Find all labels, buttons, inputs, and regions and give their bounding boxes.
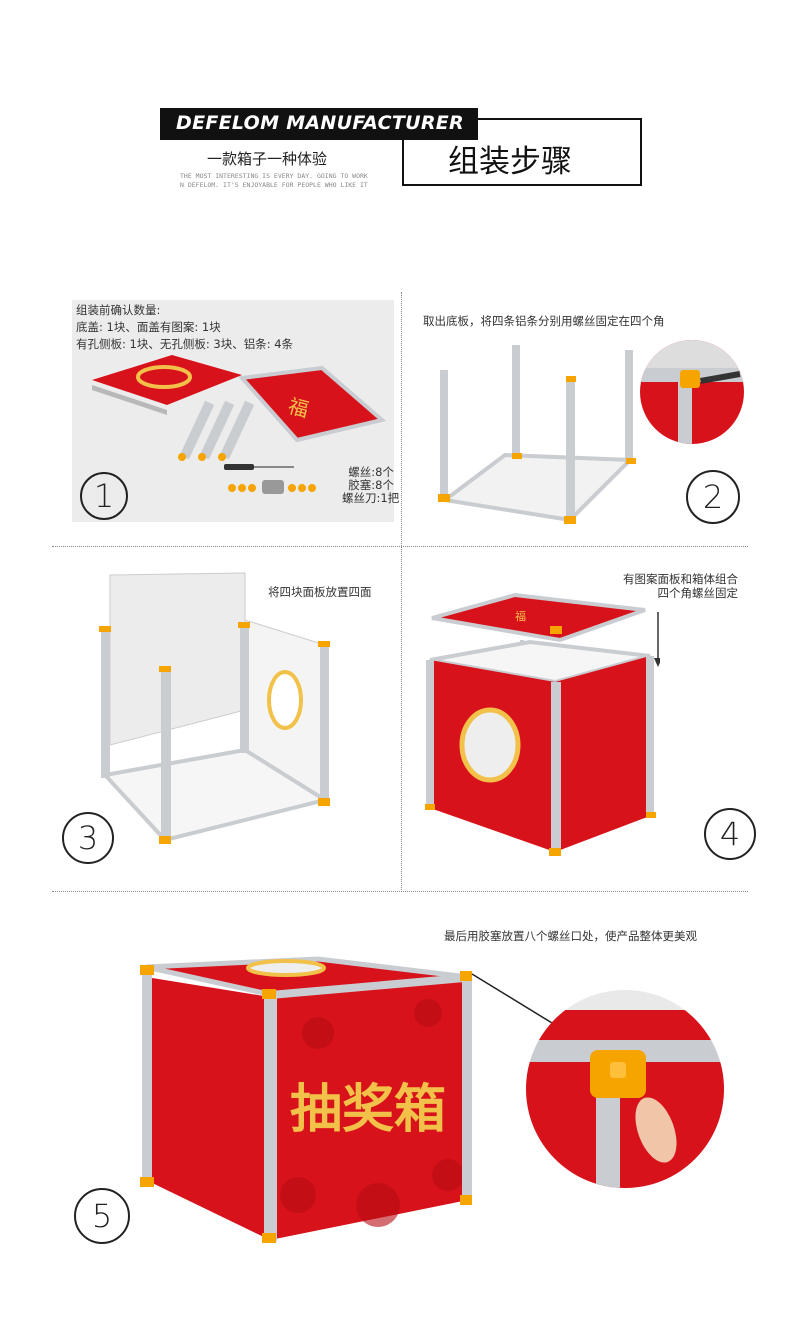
divider-row-2 xyxy=(52,891,748,892)
step-5-text: 最后用胶塞放置八个螺丝口处，使产品整体更美观 xyxy=(444,929,697,943)
corner-screw-detail xyxy=(640,340,744,444)
step-1-line-1: 组装前确认数量: xyxy=(76,303,161,317)
header-tagline-1: THE MOST INTERESTING IS EVERY DAY. GOING… xyxy=(180,172,368,180)
header-tagline-2: N DEFELOM. IT'S ENJOYABLE FOR PEOPLE WHO… xyxy=(180,181,368,189)
step-3-panels-illustration xyxy=(99,572,331,844)
title-box-border xyxy=(478,118,642,120)
step-3-text: 将四块面板放置四面 xyxy=(268,585,372,599)
corner-plug-detail xyxy=(526,1010,724,1188)
header-subtitle: 一款箱子一种体验 xyxy=(207,150,328,168)
brand-name: DEFELOM MANUFACTURER xyxy=(176,112,464,134)
parts-plugs: 胶塞:8个 xyxy=(348,478,394,492)
step-2-number: 2 xyxy=(686,470,740,524)
parts-illustration: 福 xyxy=(92,355,387,494)
brand-banner xyxy=(160,108,478,140)
parts-screwdriver: 螺丝刀:1把 xyxy=(342,491,400,505)
step-5-number: 5 xyxy=(74,1188,130,1244)
step-1-number: 1 xyxy=(80,472,128,520)
step-1-parts-list: 螺丝:8个 胶塞:8个 螺丝刀:1把 xyxy=(342,465,400,505)
parts-screws: 螺丝:8个 xyxy=(348,465,394,479)
step-2-zoom-detail xyxy=(640,340,744,444)
step-5-finished-box: 抽奖箱 xyxy=(140,956,472,1243)
svg-text:福: 福 xyxy=(515,609,526,623)
step-2-text: 取出底板，将四条铝条分别用螺丝固定在四个角 xyxy=(423,314,665,328)
step-4-number: 4 xyxy=(704,808,756,860)
page-title: 组装步骤 xyxy=(448,144,572,180)
divider-row-1 xyxy=(52,546,748,547)
step-3-number: 3 xyxy=(62,812,114,864)
step-1-photo: 福 组装前确认数量: 底盖: 1块、面盖有图案: 1块 有孔侧板: 1块、无孔侧… xyxy=(72,300,400,522)
step-1-line-2: 底盖: 1块、面盖有图案: 1块 xyxy=(76,320,221,334)
box-caption: 抽奖箱 xyxy=(290,1079,446,1140)
step-4-line-2: 四个角螺丝固定 xyxy=(657,586,739,600)
step-1-line-3: 有孔侧板: 1块、无孔侧板: 3块、铝条: 4条 xyxy=(76,337,294,351)
step-4-line-1: 有图案面板和箱体组合 xyxy=(623,572,738,586)
divider-vertical xyxy=(401,292,402,890)
step-4-text: 有图案面板和箱体组合 四个角螺丝固定 xyxy=(608,572,738,600)
step-4-box-illustration: 福 xyxy=(425,592,660,856)
step-5-zoom-detail xyxy=(526,990,724,1188)
title-box xyxy=(402,118,642,186)
step-2-frame-illustration xyxy=(438,345,636,524)
